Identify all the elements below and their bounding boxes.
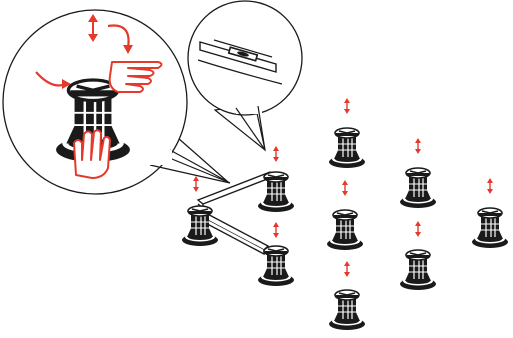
hand-icon: [108, 61, 163, 93]
pedestal: [257, 245, 295, 287]
pedestal: [471, 207, 509, 249]
height-adjust-arrow-icon: [414, 220, 422, 238]
pedestal: [328, 289, 366, 331]
pedestal: [326, 209, 364, 251]
hand-icon: [73, 129, 111, 179]
height-adjust-arrow-icon: [414, 137, 422, 155]
pedestal: [399, 249, 437, 291]
height-adjust-arrow-icon: [192, 175, 200, 193]
spirit-level-callout: [187, 0, 303, 152]
height-adjust-arrow-icon: [272, 221, 280, 239]
pedestal: [257, 171, 295, 213]
height-adjust-arrow-icon: [343, 97, 351, 115]
height-adjust-arrow-icon: [486, 177, 494, 195]
spirit-level-icon: [197, 39, 283, 85]
rotate-arrow-icon: [35, 24, 133, 89]
height-adjust-arrow-icon: [88, 14, 98, 42]
height-adjust-arrow-icon: [343, 260, 351, 278]
height-adjust-arrow-icon: [272, 145, 280, 163]
height-adjust-arrow-icon: [341, 179, 349, 197]
pedestal: [399, 167, 437, 209]
pedestal: [328, 127, 366, 169]
pedestal-adjust-callout: [2, 9, 231, 195]
